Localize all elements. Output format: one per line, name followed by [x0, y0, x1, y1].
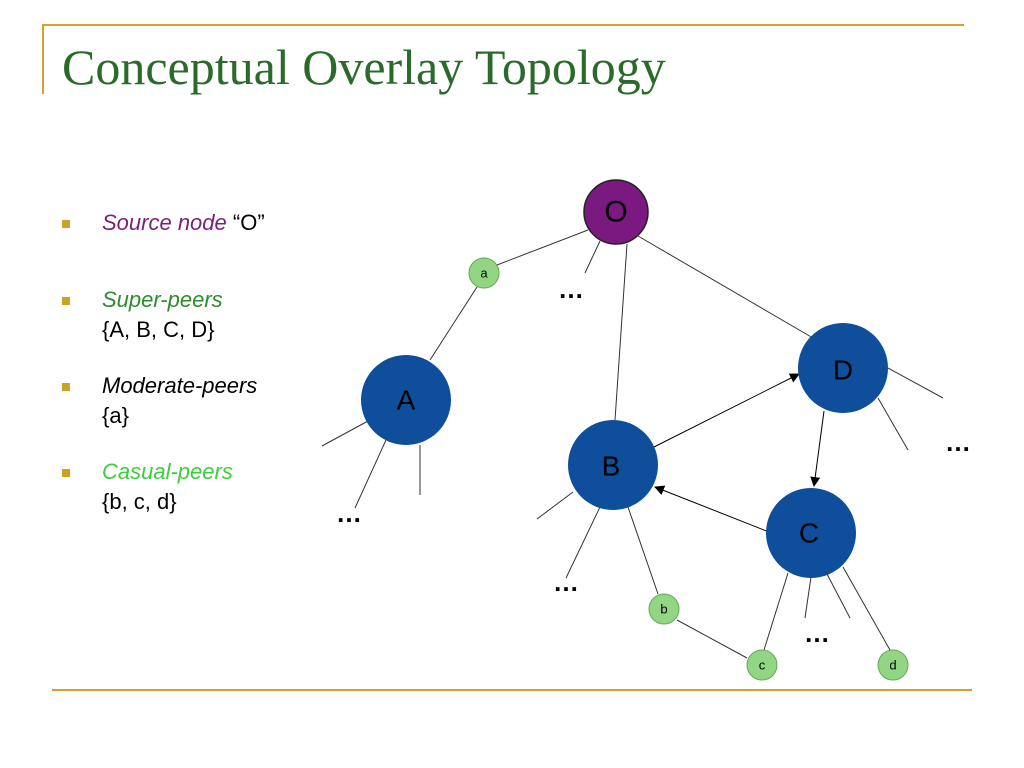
bullet-casual-peers: Casual-peers {b, c, d} — [62, 457, 352, 517]
ellipsis-a: … — [336, 498, 362, 528]
edge-b-c — [676, 619, 748, 659]
left-rule — [42, 24, 44, 94]
edge-C-stub-2 — [826, 573, 851, 619]
edge-B-stub-2 — [565, 506, 601, 579]
edge-C-d — [842, 566, 891, 651]
node-label-super-b: B — [602, 451, 621, 482]
node-source-o: O — [583, 179, 649, 245]
edges — [321, 229, 944, 659]
moderate-peers-set: {a} — [102, 403, 129, 428]
bullet-super-peers: Super-peers {A, B, C, D} — [62, 285, 352, 345]
bullet-moderate-peers: Moderate-peers {a} — [62, 371, 352, 431]
bullet-marker — [62, 469, 70, 477]
casual-peers-term: Casual-peers — [102, 459, 233, 484]
node-super-a: A — [361, 355, 451, 445]
bottom-rule — [52, 689, 972, 691]
ellipsis-o: … — [558, 274, 584, 304]
edge-A-stub-1 — [321, 420, 369, 447]
ellipsis-c: … — [804, 618, 830, 648]
edge-B-stub-1 — [536, 491, 574, 520]
source-node-term: Source node — [102, 210, 227, 235]
node-label-casual-b: b — [660, 602, 667, 617]
arrow-B-to-D — [653, 373, 800, 448]
node-label-super-a: A — [397, 385, 416, 416]
node-super-c: C — [766, 488, 856, 578]
node-casual-c: c — [746, 649, 778, 681]
directed-edges — [653, 373, 825, 533]
node-label-super-d: D — [833, 355, 853, 386]
node-label-super-c: C — [799, 518, 819, 549]
bullet-marker — [62, 297, 70, 305]
edge-B-b — [627, 506, 659, 595]
edge-C-c — [763, 572, 789, 651]
source-node-name: “O” — [226, 210, 265, 235]
super-peers-set: {A, B, C, D} — [102, 317, 215, 342]
edge-o-b — [614, 243, 628, 421]
node-label-o: O — [604, 196, 627, 229]
edge-C-stub-1 — [804, 576, 812, 619]
edge-o-a — [496, 229, 589, 266]
ellipsis-d: … — [945, 427, 971, 457]
casual-peers-set: {b, c, d} — [102, 489, 177, 514]
edge-D-stub-2 — [877, 397, 909, 451]
arrow-D-to-C — [810, 410, 825, 487]
bullet-marker — [62, 220, 70, 228]
node-label-moderate-a: a — [480, 266, 488, 281]
edge-o-d — [637, 235, 814, 339]
edge-a-superA — [429, 286, 478, 361]
bullet-source-node: Source node “O” — [62, 208, 352, 238]
bullet-marker — [62, 383, 70, 391]
node-casual-b: b — [648, 593, 680, 625]
arrow-C-to-B — [654, 485, 770, 533]
node-label-casual-d: d — [889, 658, 896, 673]
moderate-peers-term: Moderate-peers — [102, 373, 258, 398]
ellipsis-b: … — [553, 567, 579, 597]
top-rule — [42, 24, 964, 26]
node-super-b: B — [568, 420, 658, 510]
node-casual-d: d — [877, 649, 909, 681]
edge-A-stub-2 — [354, 439, 387, 509]
node-label-casual-c: c — [759, 658, 766, 673]
slide-title: Conceptual Overlay Topology — [62, 39, 666, 95]
edge-o-stub — [584, 240, 601, 274]
super-peers-term: Super-peers — [102, 287, 223, 312]
node-super-d: D — [798, 323, 888, 413]
edge-D-stub-1 — [887, 367, 944, 399]
node-moderate-a: a — [468, 257, 500, 289]
bullet-list: Source node “O” Super-peers {A, B, C, D}… — [62, 208, 352, 543]
